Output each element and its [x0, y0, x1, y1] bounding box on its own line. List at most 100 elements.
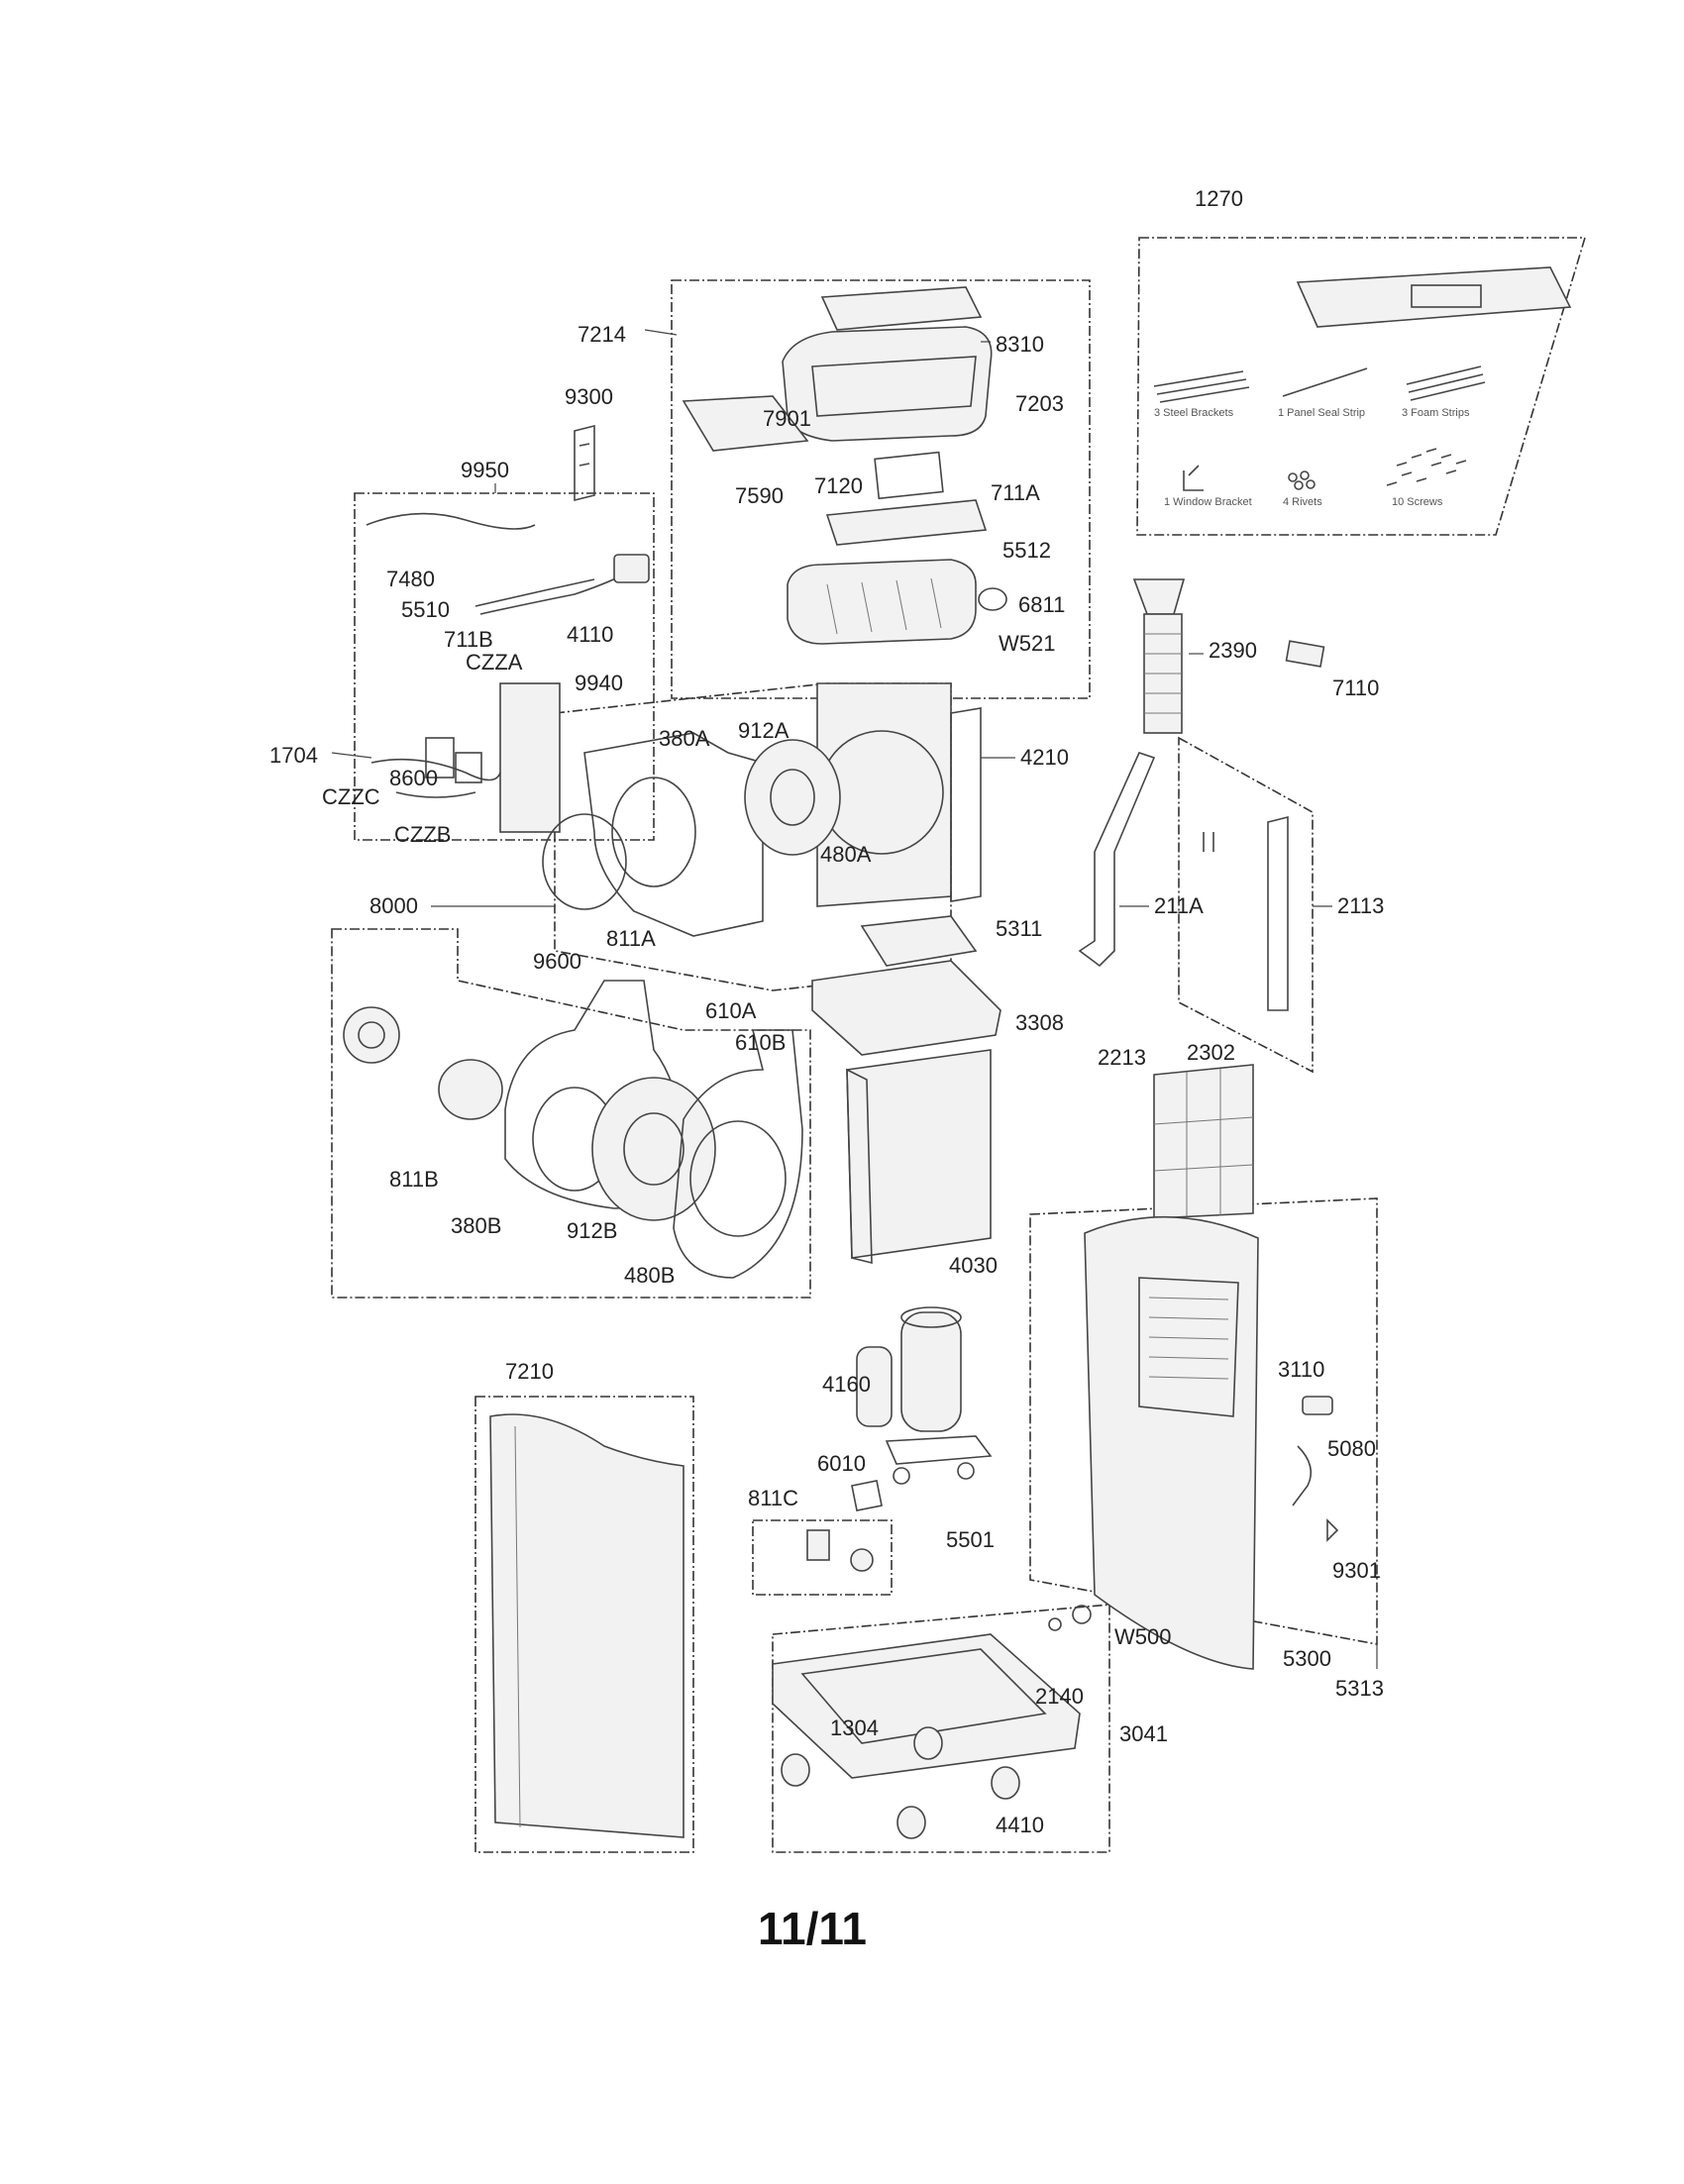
callout-211A: 211A — [1154, 893, 1204, 918]
callout-8310: 8310 — [996, 332, 1044, 357]
callout-W500: W500 — [1114, 1624, 1171, 1649]
callout-9600: 9600 — [533, 949, 581, 974]
kit-item-4: 1 Window Bracket — [1164, 496, 1252, 508]
rear-louver-2 — [1148, 1316, 1229, 1320]
callout-7590: 7590 — [735, 483, 784, 508]
fan-a-wheel — [744, 739, 841, 856]
callout-7210: 7210 — [505, 1359, 554, 1384]
window-kit — [1078, 578, 1325, 1011]
filter — [1153, 1064, 1254, 1219]
callout-2390: 2390 — [1209, 638, 1257, 663]
caster-3 — [991, 1766, 1020, 1800]
callout-CZZB: CZZB — [394, 822, 451, 847]
rear-cabinet-recess — [1138, 1277, 1239, 1417]
callout-9940: 9940 — [575, 671, 623, 695]
callout-711A: 711A — [991, 480, 1040, 505]
callout-7120: 7120 — [814, 473, 863, 498]
callout-1704: 1704 — [269, 743, 318, 768]
callout-7480: 7480 — [386, 567, 435, 591]
cover-b-opening — [689, 1120, 787, 1237]
kit-rivet-4 — [1306, 479, 1316, 489]
callout-2140: 2140 — [1035, 1684, 1084, 1709]
callout-4410: 4410 — [996, 1813, 1044, 1837]
power-cord — [474, 573, 625, 615]
rear-panel — [1084, 1215, 1339, 1670]
drain-pan — [811, 960, 1001, 1056]
rear-louver-3 — [1148, 1336, 1229, 1340]
air-guide-rib-2 — [861, 581, 873, 633]
callout-1304: 1304 — [830, 1716, 879, 1740]
callout-3308: 3308 — [1015, 1010, 1064, 1035]
evaporator-side — [846, 1068, 873, 1265]
bracket-9300 — [574, 424, 595, 502]
control-box — [499, 682, 561, 833]
callout-811A: 811A — [606, 926, 656, 951]
callout-CZZA: CZZA — [466, 650, 523, 675]
kit-item-5: 4 Rivets — [1283, 496, 1322, 508]
lead-1704 — [331, 752, 372, 759]
kit-rivet-2 — [1300, 470, 1310, 480]
float-switch — [806, 1529, 830, 1561]
drain-cap-3110 — [1302, 1396, 1333, 1415]
blower-b — [343, 980, 803, 1279]
callout-4210: 4210 — [1020, 745, 1069, 770]
louver-grille — [825, 499, 988, 546]
kit-strip-2 — [1282, 367, 1368, 397]
air-guide-rib-1 — [826, 583, 838, 635]
front-panel-box — [474, 1396, 694, 1853]
evaporator-assembly — [811, 915, 1001, 1265]
drain-pipe-211A — [1078, 752, 1156, 968]
callout-1270: 1270 — [1195, 186, 1243, 211]
callout-3110: 3110 — [1278, 1357, 1324, 1382]
switch-assembly — [806, 1480, 883, 1572]
fan-b-hub — [623, 1112, 684, 1186]
callout-610B: 610B — [735, 1030, 786, 1055]
rear-louver-1 — [1148, 1297, 1229, 1300]
callout-912B: 912B — [567, 1218, 617, 1243]
base-assembly — [772, 1605, 1092, 1839]
base-pan — [772, 1633, 1081, 1779]
motor-cap-b-inner — [358, 1021, 385, 1049]
kit-item-3: 3 Foam Strips — [1402, 407, 1470, 419]
cover-sheet — [366, 512, 536, 530]
accumulator — [856, 1346, 893, 1427]
callout-2302: 2302 — [1187, 1040, 1235, 1065]
front-cabinet-edge — [514, 1425, 521, 1828]
float — [850, 1548, 874, 1572]
kit-strip-1a — [1153, 370, 1244, 387]
base-plate-5311 — [860, 915, 978, 967]
callout-2213: 2213 — [1098, 1045, 1146, 1070]
air-guide — [787, 559, 977, 645]
housing-a-opening — [611, 777, 696, 887]
callout-6811: 6811 — [1018, 592, 1065, 617]
kit-strip-1c — [1159, 386, 1250, 403]
wiring — [370, 758, 501, 798]
callouts: 1270 7214 8310 7203 9300 7901 7590 7120 … — [269, 186, 1384, 1837]
kit-strip-3c — [1410, 381, 1486, 401]
air-guide-rib-4 — [930, 577, 942, 629]
callout-480A: 480A — [820, 842, 872, 867]
control-pcb-cover — [820, 286, 983, 331]
callout-6010: 6010 — [817, 1451, 866, 1476]
top-assembly — [682, 286, 1007, 645]
callout-811B: 811B — [389, 1167, 439, 1192]
hose-clip — [1285, 640, 1325, 668]
kit-screws — [1386, 448, 1467, 486]
callout-912A: 912A — [738, 718, 789, 743]
callout-CZZC: CZZC — [322, 784, 380, 809]
kit-strip-1b — [1156, 378, 1247, 395]
callout-4030: 4030 — [949, 1253, 998, 1278]
display-window — [682, 395, 809, 452]
callout-380B: 380B — [451, 1213, 501, 1238]
callout-711B: 711B — [444, 627, 493, 652]
callout-9950: 9950 — [461, 458, 509, 482]
fan-b-wheel — [591, 1077, 716, 1221]
window-bracket-2113 — [1203, 815, 1289, 1011]
step-motor — [978, 587, 1007, 611]
motor-mount-a — [542, 813, 627, 910]
kit-rivet-1 — [1288, 472, 1298, 482]
capacitor — [425, 737, 455, 779]
drain-plug-2140 — [1048, 1617, 1062, 1631]
control-board — [874, 451, 944, 500]
